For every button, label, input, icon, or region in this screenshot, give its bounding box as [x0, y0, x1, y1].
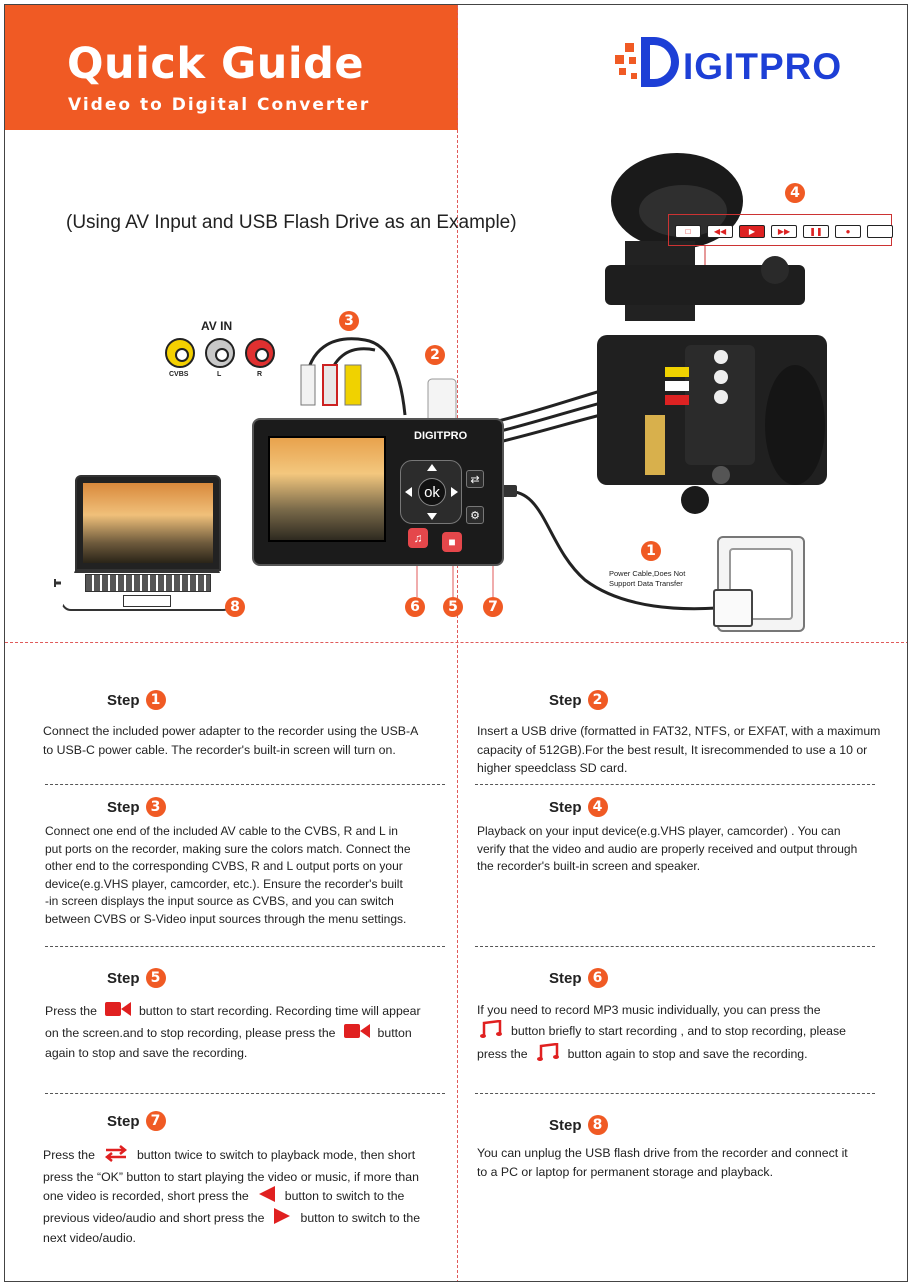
l-jack — [205, 338, 235, 368]
laptop-screen — [83, 483, 213, 563]
step-5-number: 5 — [145, 968, 166, 988]
callout-2: 2 — [425, 345, 445, 365]
callout-3: 3 — [339, 311, 359, 331]
ok-button: ok — [418, 478, 446, 506]
vertical-divider — [457, 5, 458, 1281]
cvbs-jack — [165, 338, 195, 368]
callout-4: 4 — [785, 183, 805, 203]
quick-guide-page: Quick Guide Video to Digital Converter I… — [4, 4, 908, 1282]
step-4-number: 4 — [587, 797, 608, 817]
record-icon — [343, 1023, 370, 1045]
section-divider — [475, 1093, 875, 1094]
video-record-button: ■ — [442, 532, 462, 552]
music-icon — [536, 1042, 560, 1067]
section-divider — [475, 784, 875, 785]
dpad: ok — [400, 460, 462, 524]
step-1-text: Connect the included power adapter to th… — [43, 724, 419, 757]
step-3-text: Connect one end of the included AV cable… — [45, 824, 411, 926]
switch-icon — [103, 1144, 129, 1168]
r-jack — [245, 338, 275, 368]
step-3-number: 3 — [145, 797, 166, 817]
next-icon — [272, 1207, 292, 1230]
page-subtitle: Video to Digital Converter — [68, 95, 371, 115]
section-divider — [45, 784, 445, 785]
power-cable-note: Power Cable,Does Not Support Data Transf… — [609, 569, 686, 588]
section-divider — [45, 946, 445, 947]
step-4-text: Playback on your input device(e.g.VHS pl… — [477, 824, 858, 873]
digitpro-logo: IGITPRO — [611, 35, 873, 91]
device-screen — [268, 436, 386, 542]
previous-icon — [257, 1186, 277, 1208]
step-7-number: 7 — [145, 1111, 166, 1131]
music-record-button: ♫ — [408, 528, 428, 548]
step-8-number: 8 — [587, 1115, 608, 1135]
av-in-label: AV IN — [201, 319, 233, 333]
example-caption: (Using AV Input and USB Flash Drive as a… — [66, 212, 517, 233]
r-jack-label: R — [257, 371, 263, 378]
callout-6: 6 — [405, 597, 425, 617]
step-6-number: 6 — [587, 968, 608, 988]
step-2-text: Insert a USB drive (formatted in FAT32, … — [477, 724, 881, 775]
section-divider — [45, 1093, 445, 1094]
callout-5: 5 — [443, 597, 463, 617]
power-adapter — [713, 589, 753, 627]
logo-text: IGITPRO — [683, 46, 843, 87]
l-jack-label: L — [217, 371, 222, 378]
playback-controls: □ ◀◀ ▶ ▶▶ ❚❚ ● — [668, 214, 893, 246]
cvbs-jack-label: CVBS — [169, 371, 189, 378]
device-brand: DIGITPRO — [414, 430, 468, 442]
laptop-keyboard — [85, 574, 211, 592]
step-6-text: If you need to record MP3 music individu… — [477, 1001, 846, 1067]
converter-device: DIGITPRO ok ⇄ ⚙ ♫ ■ — [252, 418, 504, 566]
callout-8: 8 — [225, 597, 245, 617]
page-title: Quick Guide — [67, 39, 365, 89]
callout-7: 7 — [483, 597, 503, 617]
section-divider — [475, 946, 875, 947]
step-8-text: You can unplug the USB flash drive from … — [477, 1146, 848, 1179]
music-icon — [479, 1019, 503, 1044]
camcorder-illustration — [597, 153, 827, 514]
step-2-number: 2 — [587, 690, 608, 710]
settings-button: ⚙ — [466, 506, 484, 524]
record-icon — [104, 1001, 131, 1023]
laptop-trackpad — [123, 595, 171, 607]
step-1-number: 1 — [145, 690, 166, 710]
switch-button: ⇄ — [466, 470, 484, 488]
callout-1: 1 — [641, 541, 661, 561]
laptop — [75, 475, 221, 571]
horizontal-divider — [5, 642, 907, 643]
cable-diagram — [54, 153, 827, 611]
header-banner: Quick Guide Video to Digital Converter — [5, 5, 458, 130]
